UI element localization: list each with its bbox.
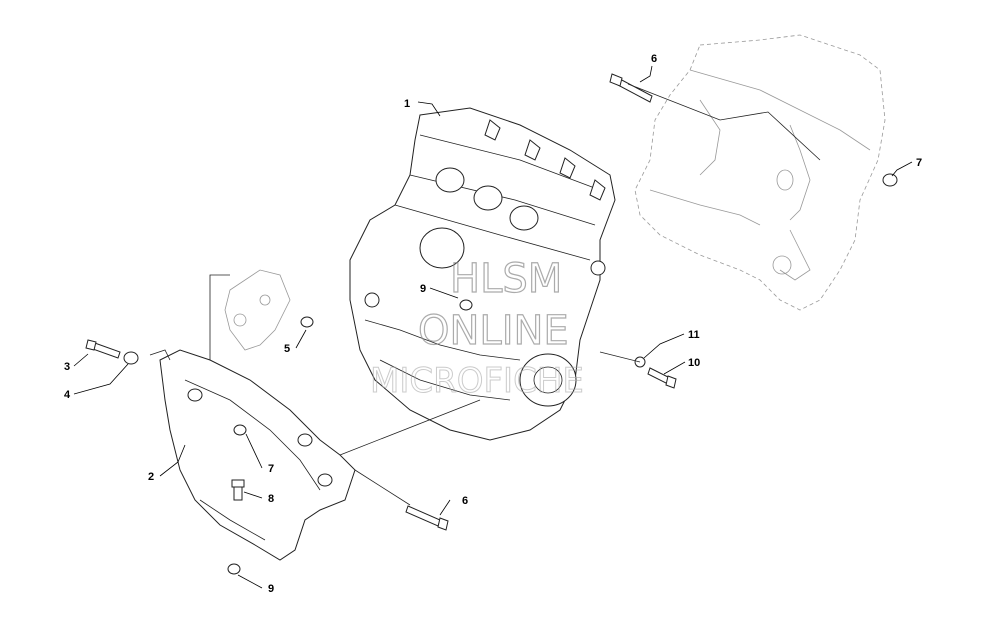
callout-4: 4 (64, 389, 71, 401)
frame-outline (634, 34, 886, 311)
callout-11: 11 (688, 329, 700, 341)
watermark-line2: ONLINE (418, 308, 569, 354)
callout-9-top: 9 (420, 283, 426, 295)
leader-lines (73, 65, 913, 589)
callout-2: 2 (148, 471, 154, 483)
callout-6-bottom: 6 (462, 495, 468, 507)
callout-9-bottom: 9 (268, 583, 274, 595)
callout-labels: 1 2 3 4 5 6 6 7 7 8 9 9 10 11 (64, 53, 922, 595)
callout-7-bottom: 7 (268, 463, 274, 475)
fasteners (85, 73, 898, 575)
callout-1: 1 (404, 98, 410, 110)
watermark: HLSM ONLINE MICROFICHE (370, 255, 585, 401)
lower-mount-bracket (149, 349, 356, 561)
callout-10: 10 (688, 357, 700, 369)
watermark-line1: HLSM (450, 256, 562, 302)
callout-8: 8 (268, 493, 274, 505)
engine-assembly (349, 107, 616, 441)
callout-3: 3 (64, 361, 70, 373)
watermark-line3: MICROFICHE (370, 361, 584, 401)
callout-7-top: 7 (916, 157, 922, 169)
callout-6-top: 6 (651, 53, 657, 65)
callout-5: 5 (284, 343, 290, 355)
upper-mount-bracket (224, 269, 291, 351)
